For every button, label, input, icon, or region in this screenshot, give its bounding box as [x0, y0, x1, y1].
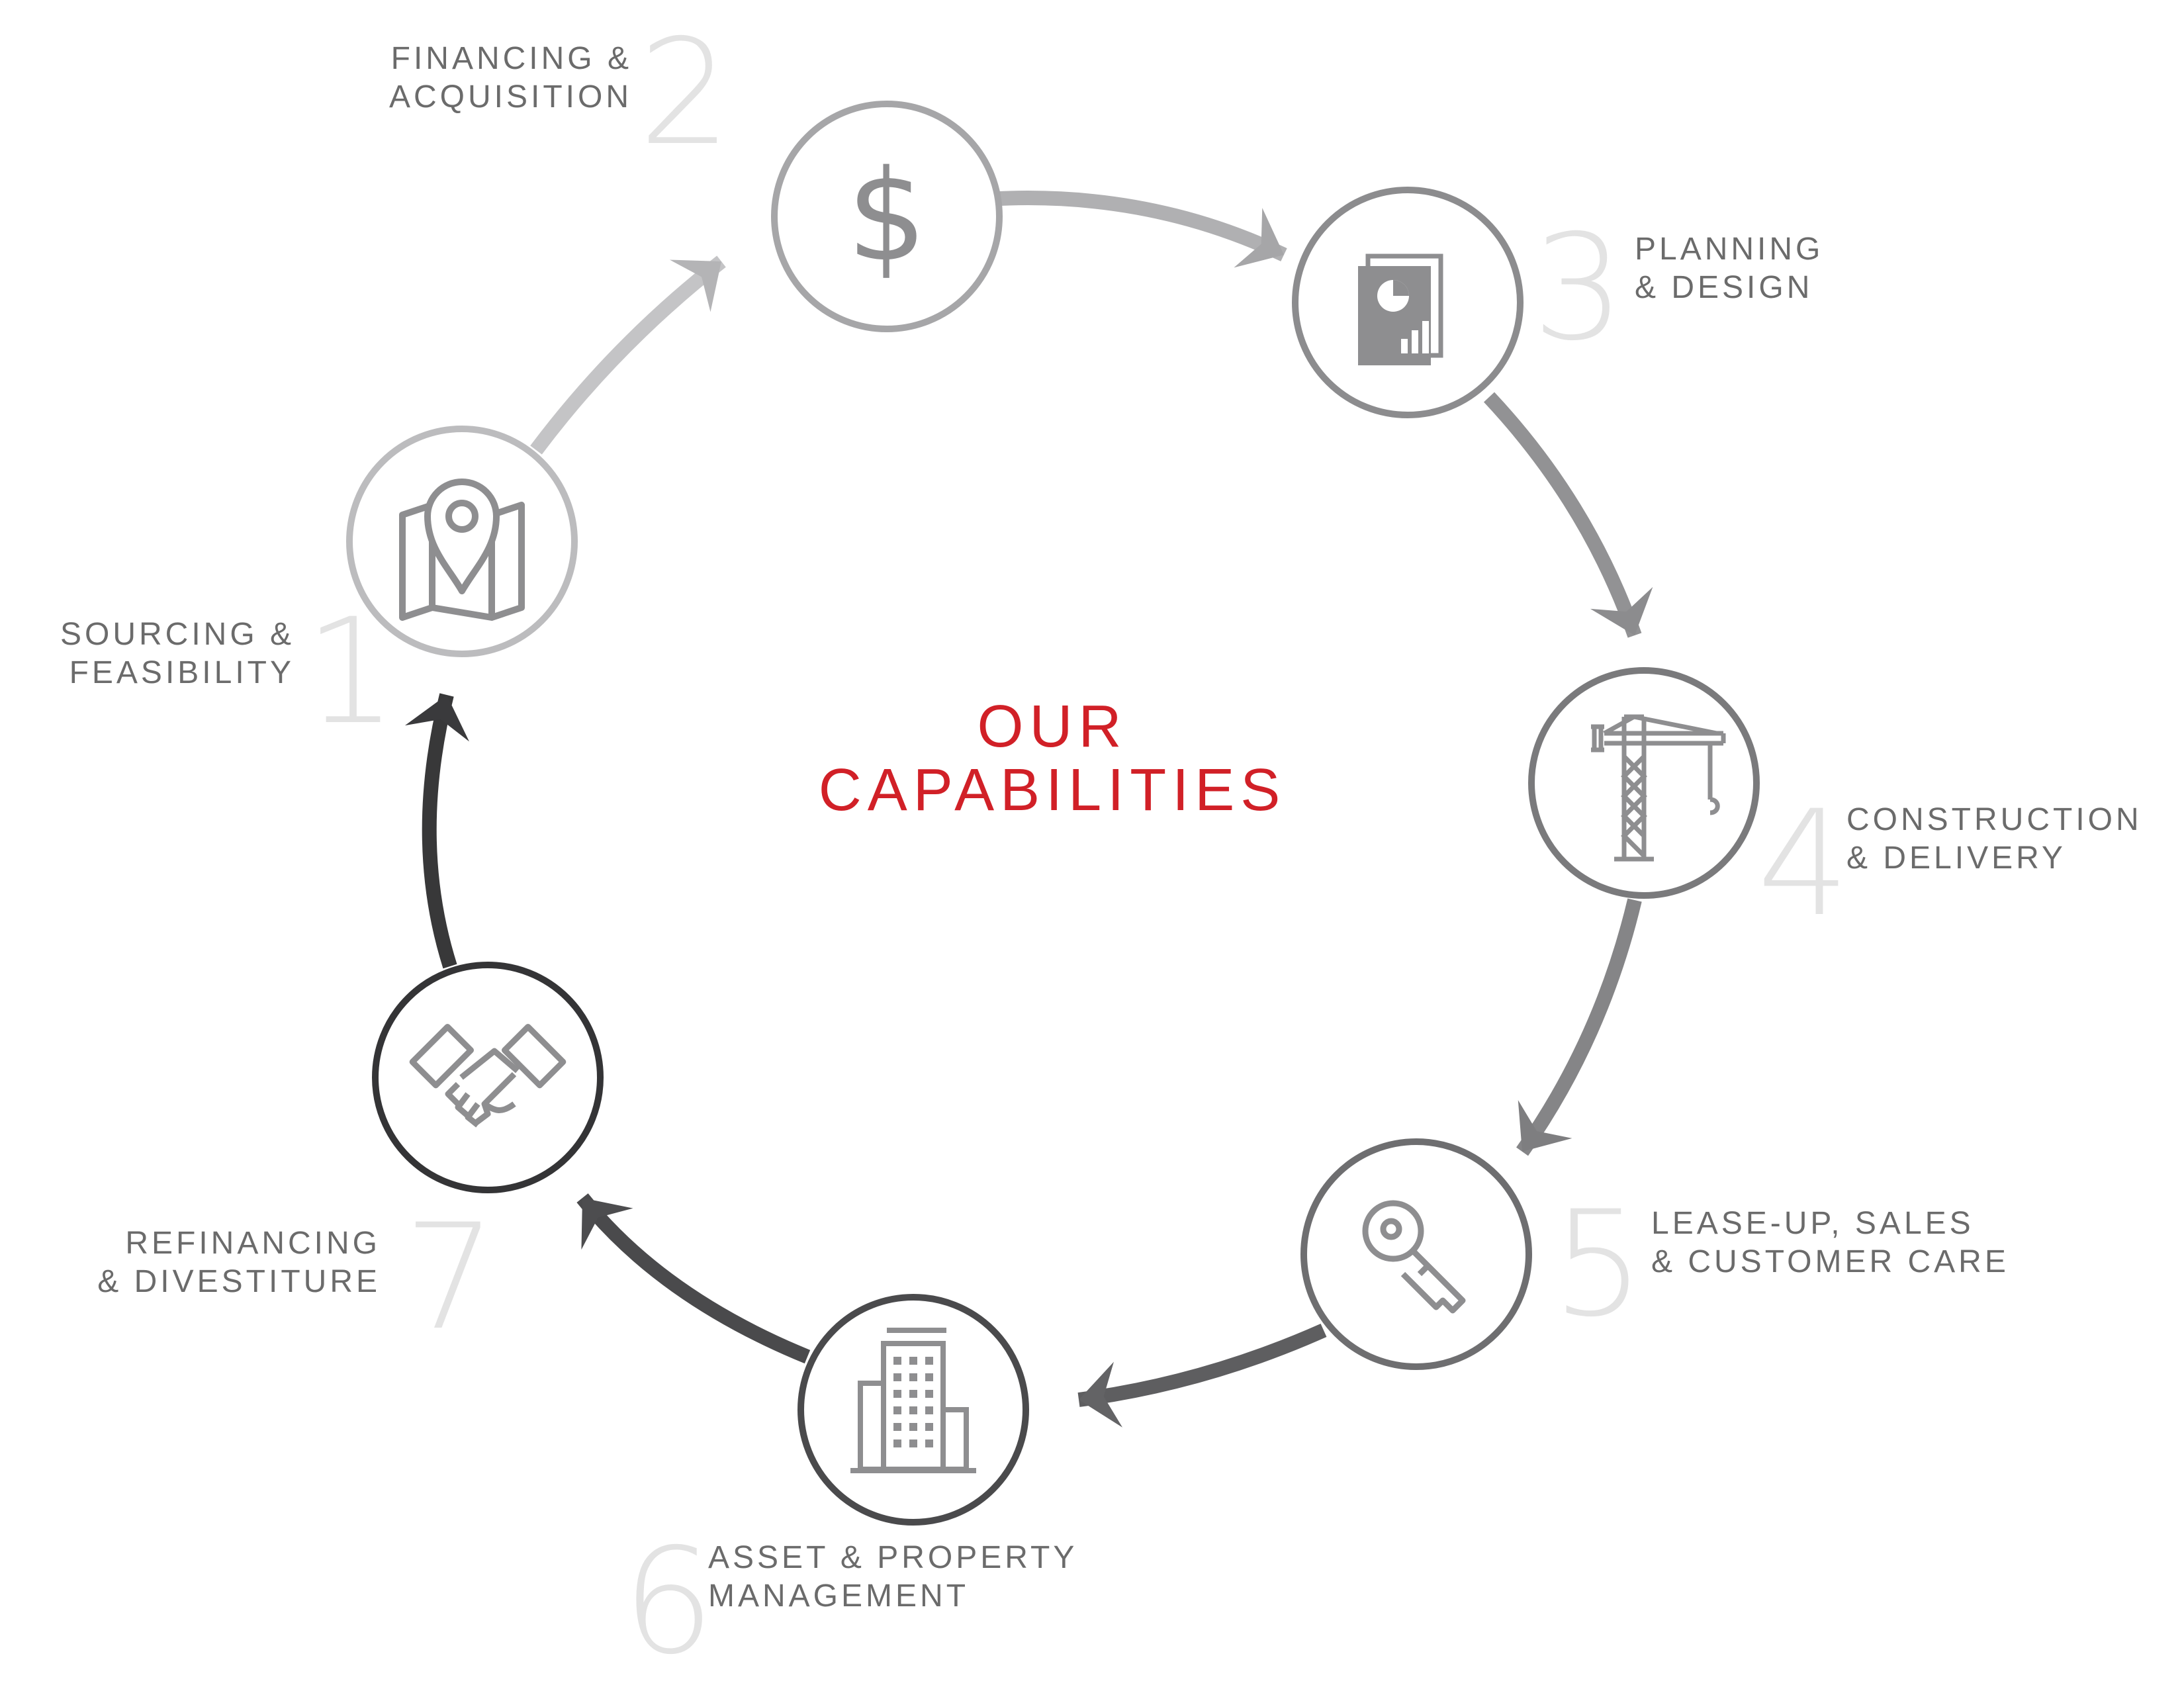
- step-label-3: PLANNING & DESIGN: [1635, 230, 1823, 307]
- step-number-4: 4: [1757, 779, 1850, 948]
- step-number-3: 3: [1532, 203, 1625, 373]
- step-label-7-line2: & DIVESTITURE: [97, 1264, 381, 1299]
- step-label-4-line1: CONSTRUCTION: [1846, 802, 2142, 837]
- key-icon: [1362, 1200, 1466, 1314]
- step-label-2-line1: FINANCING &: [390, 41, 632, 76]
- step-number-6: 6: [622, 1517, 715, 1686]
- arrow-4-to-5: [1516, 898, 1642, 1156]
- arrow-2-to-3: [999, 191, 1287, 268]
- step-label-6: ASSET & PROPERTY MANAGEMENT: [708, 1539, 1077, 1616]
- step-label-7-line1: REFINANCING: [125, 1226, 381, 1261]
- arrow-3-to-4: [1483, 392, 1653, 638]
- step-number-2: 2: [639, 8, 731, 177]
- step-label-2-line2: ACQUISITION: [388, 79, 632, 114]
- step-label-5-line2: & CUSTOMER CARE: [1651, 1244, 2009, 1279]
- step-7-circle: [372, 962, 604, 1193]
- step-label-5-line1: LEASE-UP, SALES: [1651, 1206, 1974, 1241]
- step-2-circle: [771, 101, 1003, 332]
- crane-icon: [1591, 714, 1726, 862]
- step-label-6-line2: MANAGEMENT: [708, 1578, 970, 1614]
- page-title: OUR CAPABILITIES: [781, 695, 1324, 822]
- handshake-icon: [409, 1023, 567, 1128]
- step-label-1-line1: SOURCING &: [60, 617, 295, 652]
- step-label-1-line2: FEASIBILITY: [69, 655, 295, 690]
- step-label-3-line2: & DESIGN: [1635, 270, 1813, 305]
- step-label-5: LEASE-UP, SALES & CUSTOMER CARE: [1651, 1205, 2009, 1281]
- arrow-1-to-2: [530, 255, 726, 455]
- step-number-1: 1: [304, 587, 397, 756]
- step-number-7: 7: [404, 1193, 496, 1362]
- arrow-7-to-1: [404, 693, 469, 969]
- map-pin-icon: [399, 479, 525, 621]
- step-label-4-line2: & DELIVERY: [1846, 841, 2066, 876]
- step-label-1: SOURCING & FEASIBILITY: [60, 616, 295, 692]
- step-label-7: REFINANCING & DIVESTITURE: [97, 1224, 381, 1301]
- step-label-3-line1: PLANNING: [1635, 232, 1824, 267]
- dollar-icon: $: [847, 143, 927, 289]
- step-label-6-line1: ASSET & PROPERTY: [708, 1540, 1078, 1575]
- title-line-2: CAPABILITIES: [818, 757, 1287, 823]
- arrow-6-to-7: [576, 1193, 811, 1364]
- step-label-4: CONSTRUCTION & DELIVERY: [1846, 801, 2142, 878]
- building-icon: [850, 1328, 976, 1473]
- title-line-1: OUR: [977, 694, 1128, 760]
- report-chart-icon: [1358, 253, 1443, 365]
- step-label-2: FINANCING & ACQUISITION: [389, 40, 632, 116]
- step-number-5: 5: [1552, 1179, 1645, 1349]
- arrow-5-to-6: [1077, 1323, 1327, 1428]
